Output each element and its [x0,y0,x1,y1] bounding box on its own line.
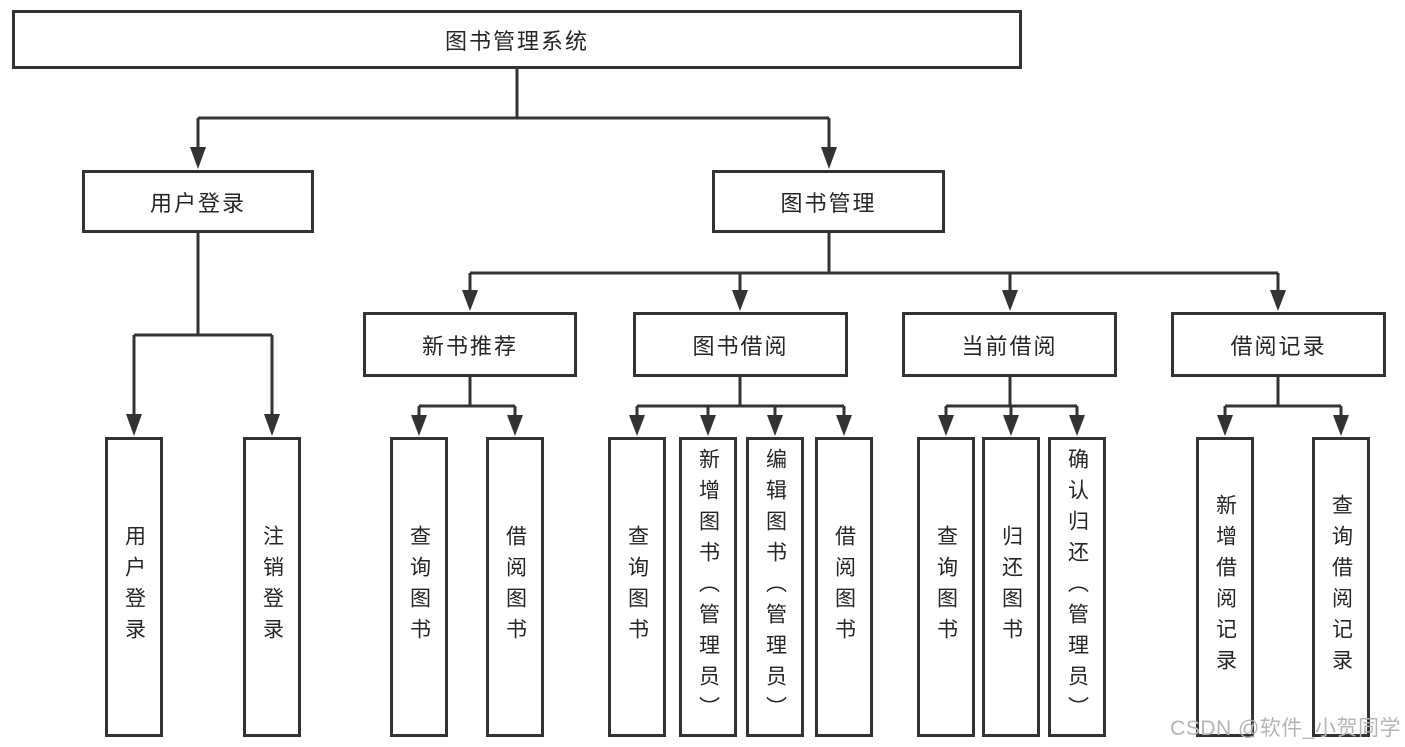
node-new-book-recommend: 新书推荐 [363,312,577,377]
csdn-watermark: CSDN @软件_小贺同学 [1170,717,1401,740]
node-leaf-bb-edit-books-admin: 编辑图书（管理员） [746,437,804,737]
node-book-management-label: 图书管理 [780,190,877,216]
connector-root-to-level2 [196,69,831,148]
node-leaf-bb-edit-books-admin-label: 编辑图书（管理员） [763,447,787,727]
node-leaf-br-add-record-label: 新增借阅记录 [1213,494,1237,680]
node-leaf-cb-confirm-return-admin: 确认归还（管理员） [1048,437,1106,737]
node-user-login-module: 用户登录 [82,170,314,233]
node-book-management: 图书管理 [712,170,945,233]
node-borrow-record: 借阅记录 [1171,312,1386,377]
node-leaf-cb-query-books-label: 查询图书 [934,525,958,649]
node-leaf-logout-label: 注销登录 [260,525,284,649]
node-new-book-recommend-label: 新书推荐 [421,333,518,359]
node-leaf-br-add-record: 新增借阅记录 [1196,437,1254,737]
node-book-borrow-label: 图书借阅 [692,333,789,359]
node-leaf-logout: 注销登录 [243,437,301,737]
node-leaf-cb-return-books-label: 归还图书 [999,525,1023,649]
node-leaf-br-query-record-label: 查询借阅记录 [1329,494,1353,680]
node-leaf-user-login-label: 用户登录 [122,525,146,649]
node-leaf-cb-confirm-return-admin-label: 确认归还（管理员） [1065,447,1089,727]
node-leaf-bb-query-books-label: 查询图书 [625,525,649,649]
node-leaf-nbr-borrow-books: 借阅图书 [486,437,544,737]
node-root-label: 图书管理系统 [444,28,589,54]
node-user-login-module-label: 用户登录 [149,190,246,216]
node-book-borrow: 图书借阅 [633,312,848,377]
node-leaf-bb-add-books-admin-label: 新增图书（管理员） [696,447,720,727]
connector-currentborrow-to-children [944,377,1079,416]
node-leaf-nbr-query-books: 查询图书 [390,437,448,737]
node-leaf-cb-query-books: 查询图书 [917,437,975,737]
connector-bookmgmt-to-level3 [468,233,1280,291]
node-leaf-bb-query-books: 查询图书 [608,437,666,737]
node-leaf-bb-add-books-admin: 新增图书（管理员） [679,437,737,737]
node-root: 图书管理系统 [12,10,1022,69]
node-leaf-br-query-record: 查询借阅记录 [1312,437,1370,737]
node-leaf-bb-borrow-books-label: 借阅图书 [832,525,856,649]
node-borrow-record-label: 借阅记录 [1230,333,1327,359]
node-leaf-user-login: 用户登录 [105,437,163,737]
node-leaf-nbr-query-books-label: 查询图书 [407,525,431,649]
node-current-borrow: 当前借阅 [902,312,1117,377]
node-current-borrow-label: 当前借阅 [961,333,1058,359]
connector-borrowrecord-to-children [1223,377,1343,416]
connector-bookborrow-to-children [635,377,846,416]
arrowheads [126,147,1349,436]
connector-newbookrec-to-children [417,377,517,416]
node-leaf-bb-borrow-books: 借阅图书 [815,437,873,737]
connector-userlogin-to-children [132,233,274,414]
node-leaf-nbr-borrow-books-label: 借阅图书 [503,525,527,649]
node-leaf-cb-return-books: 归还图书 [982,437,1040,737]
